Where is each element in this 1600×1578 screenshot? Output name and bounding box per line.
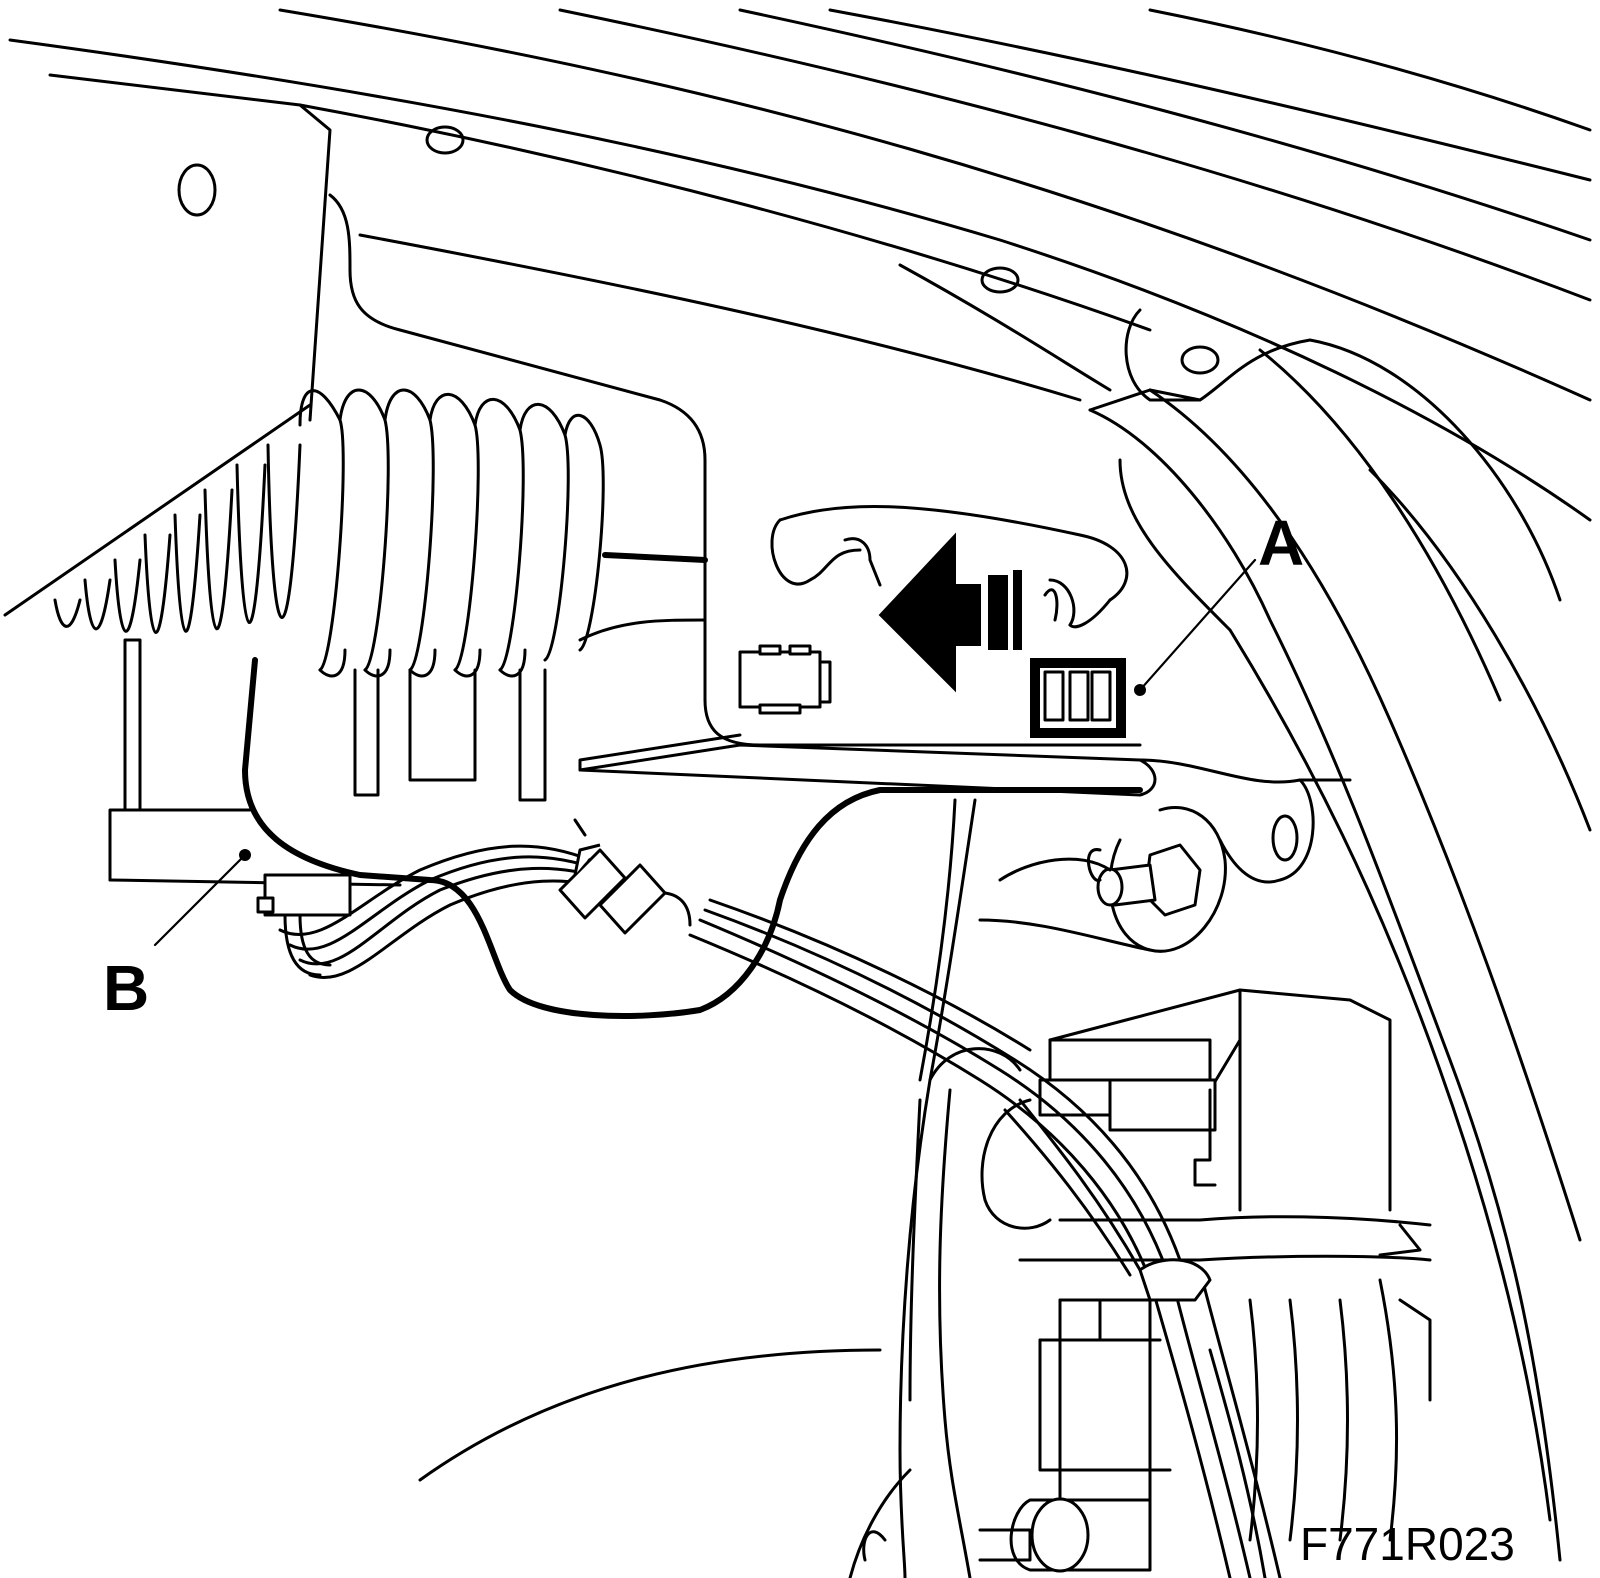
trim-panel — [418, 798, 1022, 1578]
callout-label-a: A — [1258, 507, 1304, 579]
lower-mechanism — [978, 988, 1432, 1573]
callout-label-b: B — [103, 952, 149, 1024]
pillar — [1088, 308, 1592, 1562]
connector-bracket — [578, 505, 1157, 797]
hinge-assembly — [978, 758, 1352, 953]
leader-line-a — [1138, 558, 1257, 692]
torsion-spring — [3, 388, 708, 678]
leader-dot-a — [1134, 684, 1146, 696]
connector-a — [1030, 658, 1126, 738]
leader-dot-b — [239, 849, 251, 861]
side-panel — [177, 103, 707, 702]
connector-left — [738, 644, 832, 715]
harness-clips — [558, 818, 692, 935]
callout-leaders — [153, 558, 1257, 947]
connector-b — [256, 873, 352, 977]
lower-bracket — [108, 638, 547, 887]
wiring-harness — [242, 657, 1282, 1578]
direction-arrow-icon — [878, 532, 981, 693]
figure-reference: F771R023 — [1300, 1518, 1515, 1570]
roof-panel-lines — [8, 8, 1592, 522]
leader-line-b — [153, 853, 247, 947]
